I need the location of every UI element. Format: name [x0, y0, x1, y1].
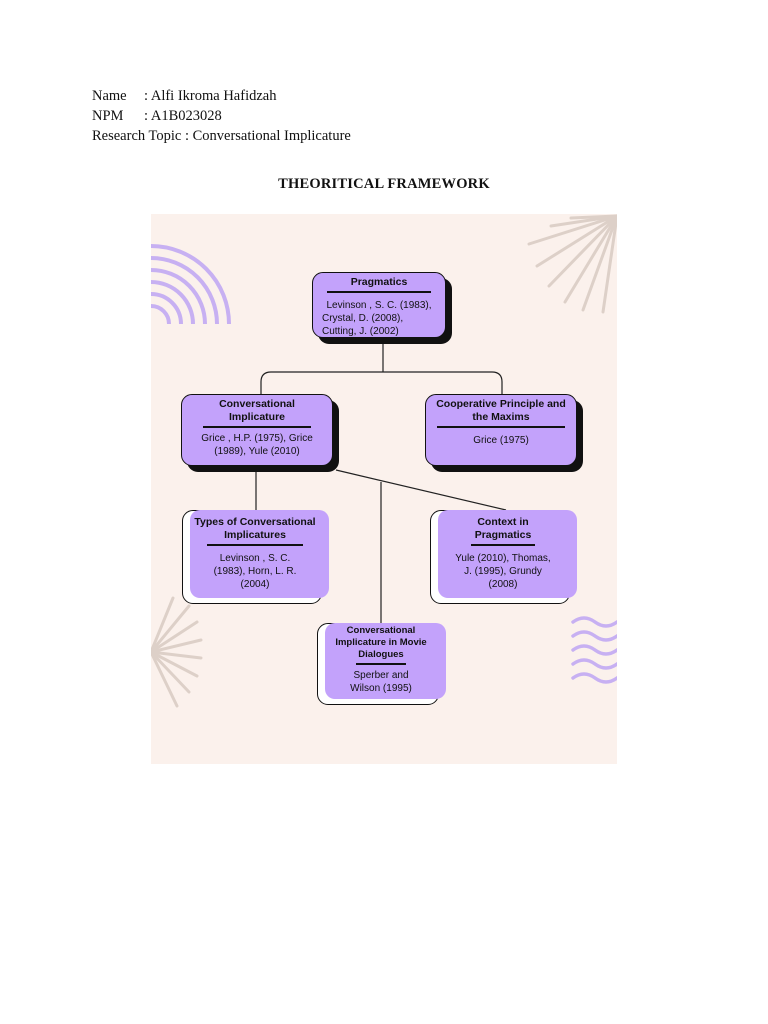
- node-movie-head: Implicature in Movie: [335, 637, 427, 648]
- node-movie-ref: Wilson (1995): [350, 682, 412, 694]
- node-implicature-ref: (1989), Yule (2010): [214, 445, 300, 457]
- topic-value: : Conversational Implicature: [184, 128, 351, 144]
- name-value: : Alfi Ikroma Hafidzah: [144, 88, 277, 104]
- diagram-decorations: [151, 214, 617, 708]
- node-implicature-head: Conversational: [219, 398, 295, 410]
- node-context-head: Pragmatics: [474, 529, 532, 541]
- node-cooperative-principle: Cooperative Principle and the Maxims Gri…: [425, 394, 583, 472]
- topic-row: Research Topic : Conversational Implicat…: [92, 126, 351, 146]
- wave-decoration: [571, 616, 617, 684]
- node-context-ref: J. (1995), Grundy: [464, 565, 542, 577]
- node-conversational-implicature: Conversational Implicature Grice , H.P. …: [181, 394, 339, 472]
- framework-diagram: Pragmatics Levinson , S. C. (1983), Crys…: [151, 214, 617, 764]
- node-movie-head: Dialogues: [358, 649, 404, 660]
- node-context-ref: Yule (2010), Thomas,: [455, 552, 551, 564]
- node-types-ref: (1983), Horn, L. R.: [213, 565, 297, 577]
- connector-lines: [255, 342, 507, 623]
- node-movie-dialogues: Conversational Implicature in Movie Dial…: [317, 623, 446, 705]
- node-types-ref: (2004): [240, 578, 270, 590]
- topic-label: Research Topic: [92, 128, 182, 144]
- node-pragmatics-ref: Crystal, D. (2008),: [322, 312, 404, 324]
- name-row: Name : Alfi Ikroma Hafidzah: [92, 86, 276, 106]
- npm-value: : A1B023028: [144, 108, 222, 124]
- node-cooperative-ref: Grice (1975): [473, 434, 529, 446]
- starburst-decoration: [527, 214, 617, 314]
- node-cooperative-head: Cooperative Principle and: [436, 398, 566, 410]
- npm-label: NPM: [92, 108, 124, 124]
- node-context-head: Context in: [477, 516, 529, 528]
- npm-row: NPM : A1B023028: [92, 106, 222, 126]
- node-pragmatics-head: Pragmatics: [350, 276, 408, 288]
- node-types: Types of Conversational Implicatures Lev…: [182, 510, 329, 604]
- node-context: Context in Pragmatics Yule (2010), Thoma…: [430, 510, 577, 604]
- node-pragmatics-ref: Cutting, J. (2002): [322, 325, 399, 337]
- arc-decoration: [151, 244, 231, 325]
- node-pragmatics: Pragmatics Levinson , S. C. (1983), Crys…: [312, 272, 452, 344]
- node-types-head: Types of Conversational: [194, 516, 316, 528]
- name-label: Name: [92, 88, 127, 104]
- node-context-ref: (2008): [488, 578, 518, 590]
- node-implicature-head: Implicature: [228, 411, 286, 423]
- node-cooperative-head: the Maxims: [472, 411, 530, 423]
- node-types-head: Implicatures: [224, 529, 286, 541]
- node-implicature-ref: Grice , H.P. (1975), Grice: [201, 432, 313, 444]
- node-pragmatics-ref: Levinson , S. C. (1983),: [326, 299, 432, 311]
- node-types-ref: Levinson , S. C.: [219, 552, 291, 564]
- node-movie-head: Conversational: [346, 625, 416, 636]
- starburst-decoration-left: [151, 596, 203, 708]
- page-title: THEORITICAL FRAMEWORK: [278, 176, 490, 192]
- node-movie-ref: Sperber and: [353, 669, 409, 681]
